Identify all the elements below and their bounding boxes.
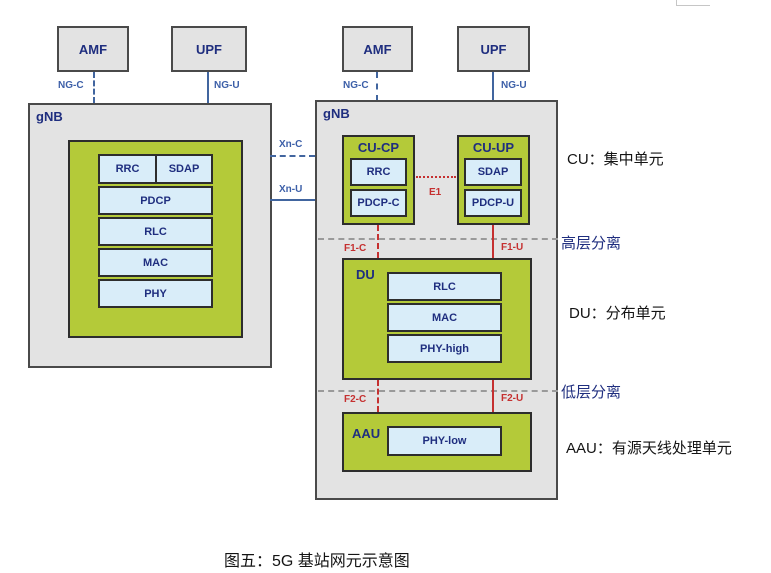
rlc-label-du: RLC — [433, 280, 456, 293]
phy-label-left: PHY — [144, 287, 167, 300]
layer-box-mac-left: MAC — [98, 248, 213, 277]
e1-label: E1 — [429, 187, 442, 198]
rlc-label-left: RLC — [144, 225, 167, 238]
upf-node-left: UPF — [171, 26, 247, 72]
f1-c-link — [377, 225, 379, 258]
ng-u-link-left — [207, 72, 209, 103]
layer-box-rrc-cucp: RRC — [350, 158, 407, 186]
phy-high-label-du: PHY-high — [420, 342, 469, 355]
ng-u-link-right — [492, 72, 494, 101]
f2-c-label: F2-C — [344, 394, 367, 405]
cu-cp-title: CU-CP — [357, 140, 400, 155]
amf-node-left: AMF — [57, 26, 129, 72]
ng-c-label-right: NG-C — [343, 80, 369, 91]
ng-c-label-left: NG-C — [58, 80, 84, 91]
layer-box-sdap-cuup: SDAP — [464, 158, 522, 186]
f2-u-link — [492, 380, 494, 412]
figure-caption: 图五：5G 基站网元示意图 — [224, 553, 410, 570]
amf-node-right: AMF — [342, 26, 413, 72]
layer-box-sdap-left: SDAP — [155, 154, 213, 184]
upf-label-left: UPF — [196, 41, 222, 57]
gnb-title-right: gNB — [323, 106, 350, 121]
mac-label-left: MAC — [142, 256, 169, 269]
pdcp-label-left: PDCP — [140, 194, 171, 207]
f1-u-link — [492, 225, 494, 258]
xn-u-label: Xn-U — [279, 184, 303, 195]
annotation-high-split: 高层分离 — [561, 235, 622, 252]
sdap-label-left: SDAP — [168, 163, 200, 175]
layer-box-phylow-aau: PHY-low — [387, 426, 502, 456]
amf-label-left: AMF — [78, 41, 108, 57]
f2-u-label: F2-U — [501, 393, 524, 404]
du-title: DU — [356, 267, 375, 282]
layer-box-mac-du: MAC — [387, 303, 502, 332]
phy-low-label-aau: PHY-low — [422, 435, 467, 447]
aau-title: AAU — [352, 426, 381, 441]
annotation-aau: AAU：有源天线处理单元 — [566, 440, 732, 457]
layer-box-rrc-left: RRC — [98, 154, 157, 184]
layer-box-phy-left: PHY — [98, 279, 213, 308]
cu-up-title: CU-UP — [472, 140, 515, 155]
layer-box-phyhigh-du: PHY-high — [387, 334, 502, 363]
upf-node-right: UPF — [457, 26, 530, 72]
xn-c-link — [270, 155, 315, 157]
ng-u-label-right: NG-U — [501, 80, 527, 91]
ng-c-link-left — [93, 72, 95, 103]
e1-link — [416, 176, 456, 178]
annotation-cu: CU：集中单元 — [567, 151, 664, 168]
gnb-title-left: gNB — [36, 109, 63, 124]
amf-label-right: AMF — [363, 41, 392, 57]
f1-c-label: F1-C — [344, 243, 367, 254]
upf-label-right: UPF — [480, 41, 507, 57]
sdap-label-cuup: SDAP — [477, 166, 509, 178]
pdcp-u-label-cuup: PDCP-U — [471, 197, 515, 209]
ng-u-label-left: NG-U — [214, 80, 240, 91]
layer-box-pdcpc-cucp: PDCP-C — [350, 189, 407, 217]
table-border-horizontal — [676, 5, 710, 6]
layer-box-pdcpu-cuup: PDCP-U — [464, 189, 522, 217]
rrc-label-cucp: RRC — [366, 166, 391, 178]
layer-box-pdcp-left: PDCP — [98, 186, 213, 215]
pdcp-c-label-cucp: PDCP-C — [357, 197, 400, 209]
f2-c-link — [377, 380, 379, 412]
table-border-vertical — [676, 0, 677, 6]
xn-c-label: Xn-C — [279, 139, 303, 150]
ng-c-link-right — [376, 72, 378, 101]
annotation-du: DU：分布单元 — [569, 305, 666, 322]
layer-box-rlc-du: RLC — [387, 272, 502, 301]
xn-u-link — [270, 199, 315, 201]
low-layer-split-line — [318, 390, 558, 392]
annotation-low-split: 低层分离 — [561, 384, 622, 401]
mac-label-du: MAC — [431, 311, 458, 324]
rrc-label-left: RRC — [115, 163, 140, 175]
layer-box-rlc-left: RLC — [98, 217, 213, 246]
f1-u-label: F1-U — [501, 242, 524, 253]
high-layer-split-line — [318, 238, 558, 240]
